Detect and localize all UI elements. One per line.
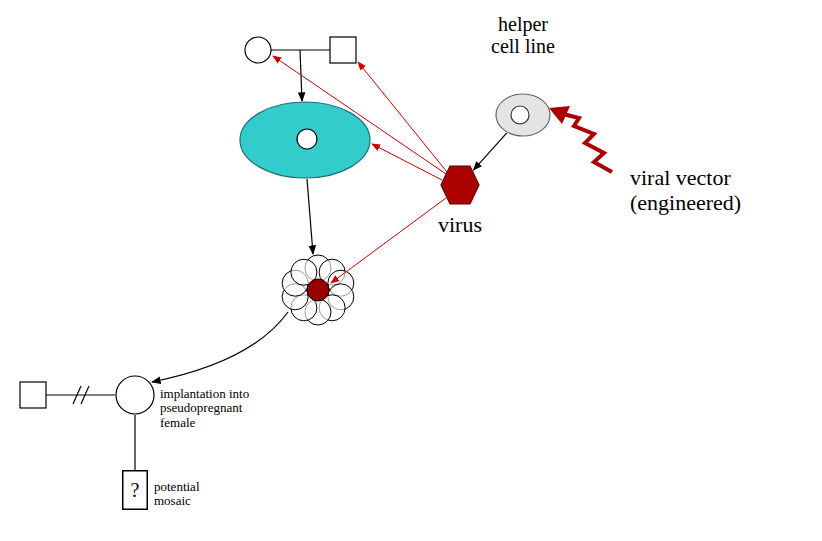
connector xyxy=(473,133,506,170)
embryo-cluster xyxy=(282,255,354,325)
node-outline xyxy=(440,165,480,205)
zygote-cell xyxy=(240,102,370,178)
arrowhead xyxy=(549,106,570,124)
infection-arrow xyxy=(358,62,447,172)
edge-group xyxy=(135,133,507,470)
female-outline xyxy=(116,376,154,414)
infected-cell xyxy=(307,279,329,301)
cell-outline xyxy=(496,94,550,136)
mosaic-label: potential mosaic xyxy=(154,480,224,509)
cell-line-label: helper cell line xyxy=(484,13,562,57)
female-symbol xyxy=(245,37,271,63)
male-symbol xyxy=(330,37,356,63)
female-symbol: implantation into pseudopregnant female xyxy=(115,375,155,415)
node-outline xyxy=(115,375,155,415)
square-outline xyxy=(123,471,148,510)
unknown-mark: ? xyxy=(131,479,140,501)
vector-label: viral vector (engineered) xyxy=(630,165,810,216)
male-symbol xyxy=(20,382,46,408)
connector xyxy=(134,415,135,470)
mating-line xyxy=(46,394,115,395)
implantation-arrow xyxy=(152,312,288,382)
infection-arrow xyxy=(331,198,446,283)
separation-slash xyxy=(81,386,89,404)
separation-slash xyxy=(73,386,81,404)
helper-cell: helper cell line xyxy=(495,93,551,137)
infection-arrow xyxy=(273,56,446,174)
node-outline xyxy=(495,93,551,137)
virus-particle: virus xyxy=(440,165,480,205)
pronucleus xyxy=(297,129,317,149)
offspring-symbol: ?potential mosaic xyxy=(122,470,148,510)
development-arrow xyxy=(307,179,313,254)
implantation-label: implantation into pseudopregnant female xyxy=(160,387,280,430)
viral-vector-arrow xyxy=(563,114,612,172)
virus-label: virus xyxy=(438,213,482,237)
nucleus xyxy=(511,106,529,124)
infection-arrow xyxy=(372,144,442,180)
virus-hexagon xyxy=(441,166,479,204)
